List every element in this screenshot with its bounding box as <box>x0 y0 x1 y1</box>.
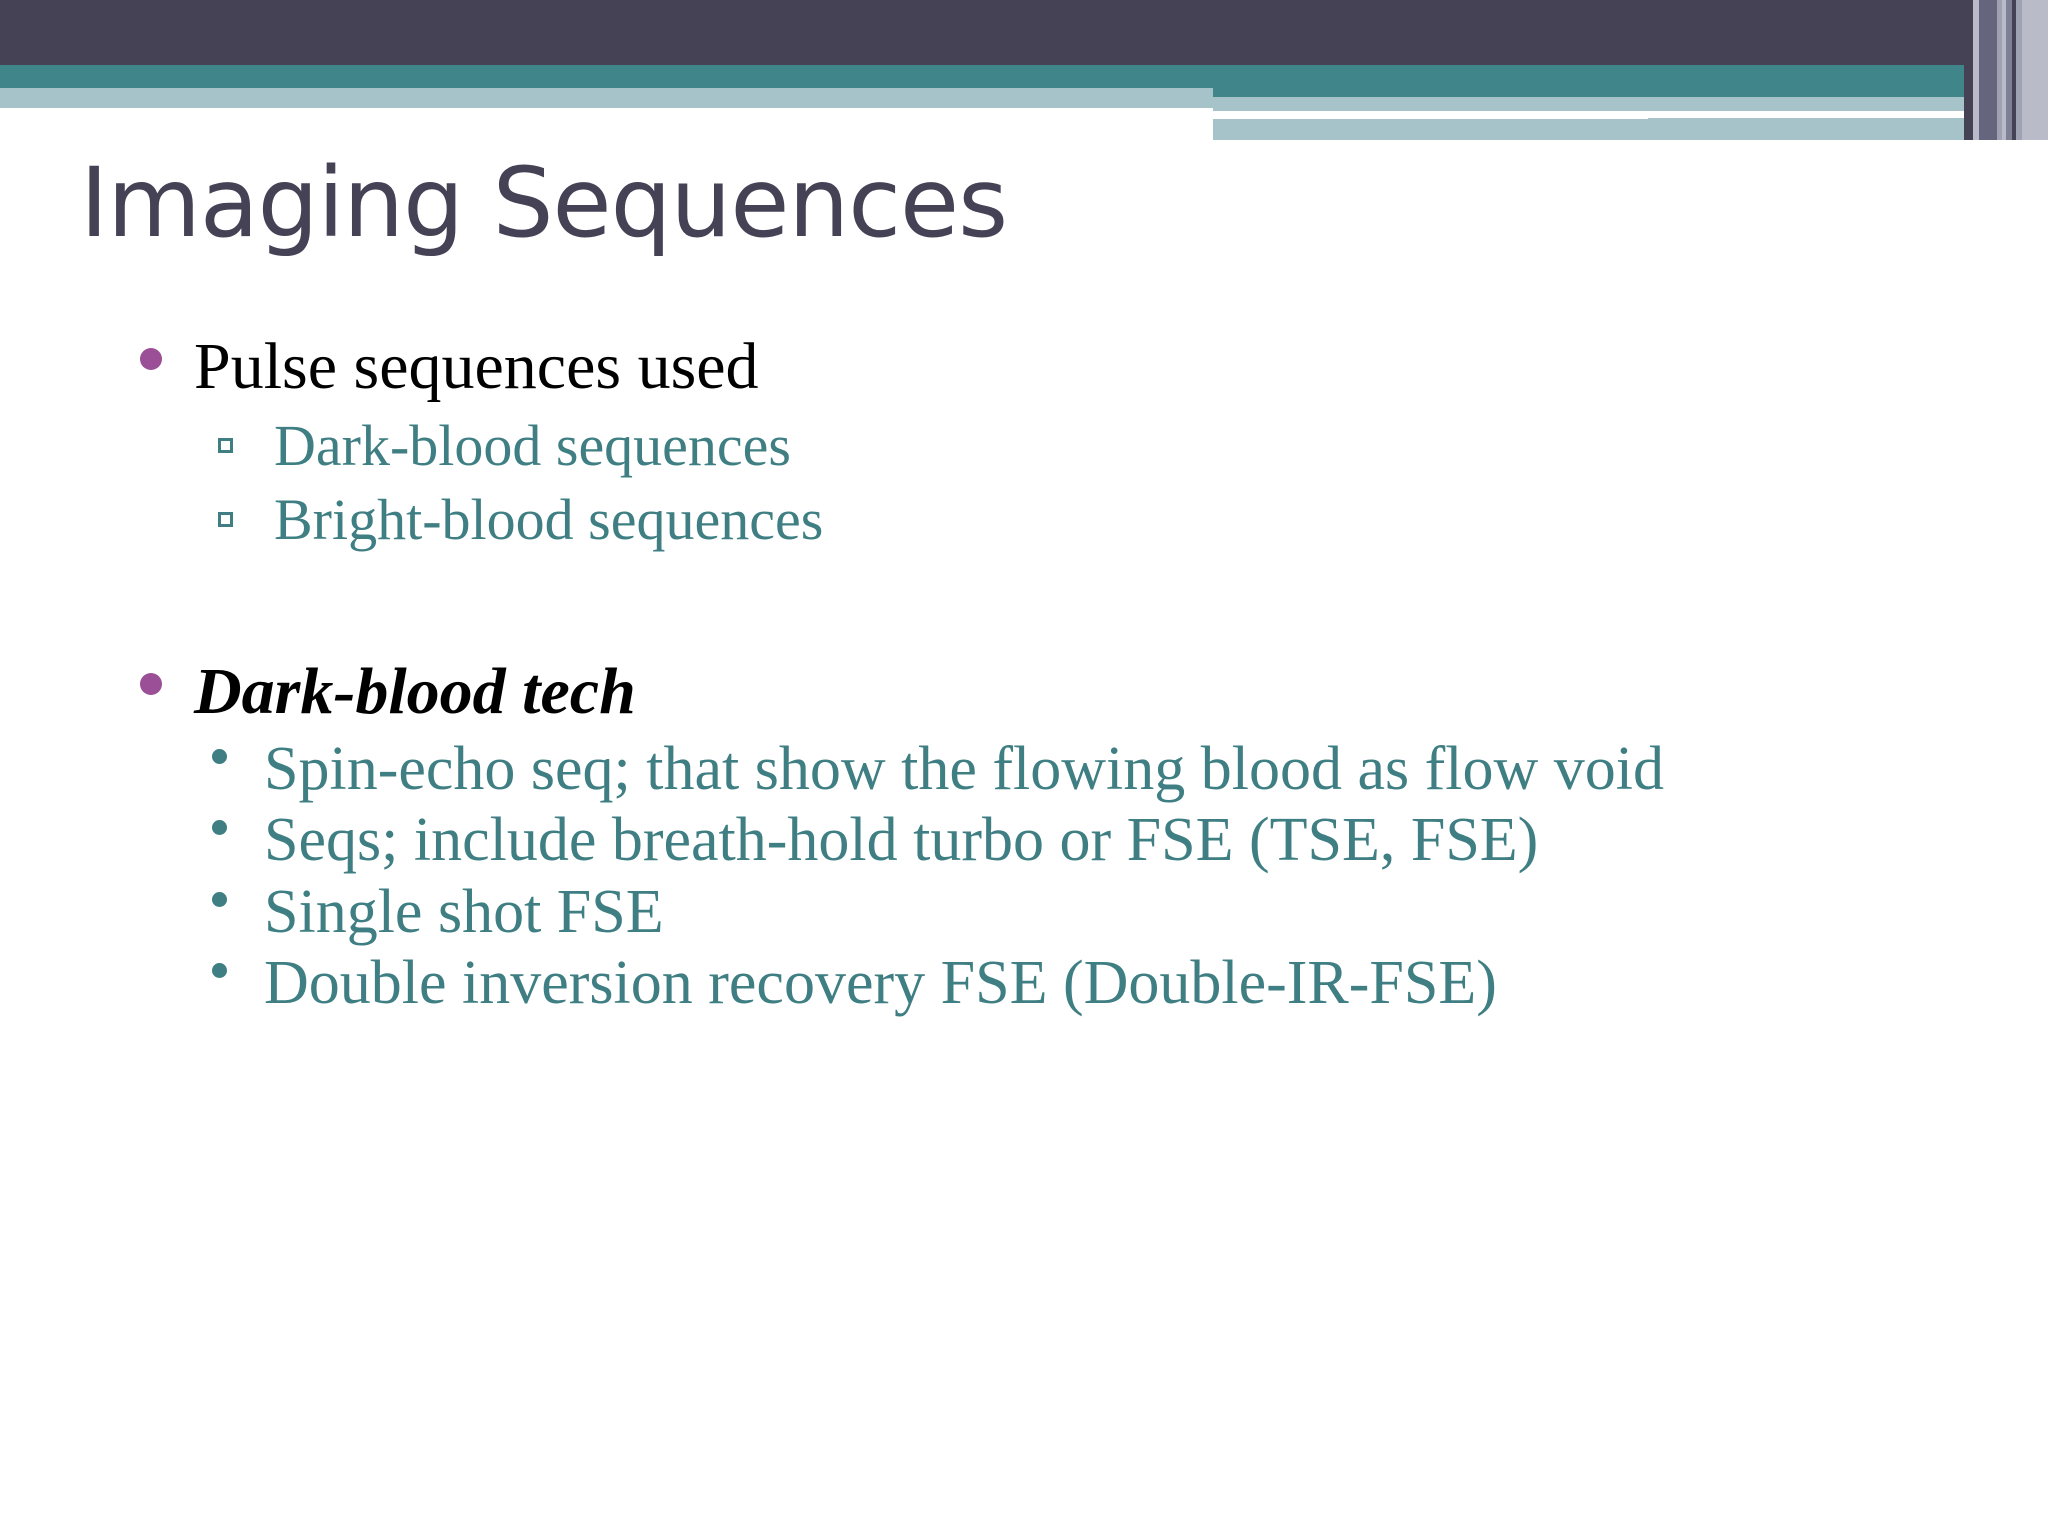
header-lightblue-left-band <box>0 88 1213 108</box>
header-stripe-stripe-7 <box>2012 0 2016 140</box>
dot-bullet-glyph <box>212 963 227 979</box>
square-bullet-glyph <box>218 437 233 453</box>
header-stripe-stripe-3 <box>1979 0 1997 140</box>
bullet-row-spin-echo-seq: Spin-echo seq; that show the flowing blo… <box>0 735 2048 804</box>
header-stripe-stripe-1 <box>1964 0 1973 140</box>
bullet-row-pulse-sequences-used: Pulse sequences used <box>0 330 2048 404</box>
bullet-text-dark-blood-sequences: Dark-blood sequences <box>274 412 791 478</box>
dot-bullet-icon <box>212 949 264 979</box>
bullet-row-double-inversion-recovery-fse: Double inversion recovery FSE (Double-IR… <box>0 949 2048 1018</box>
bullet-text-dark-blood-tech: Dark-blood tech <box>194 654 636 728</box>
header-lightblue-right-band-lower <box>1213 118 2048 140</box>
dot-bullet-glyph <box>212 748 227 764</box>
header-white-notch-upper <box>1213 111 1648 119</box>
header-lightblue-right-band-upper <box>1213 97 2048 111</box>
dot-bullet-icon <box>140 655 194 695</box>
bullet-row-breath-hold-turbo-fse: Seqs; include breath-hold turbo or FSE (… <box>0 806 2048 875</box>
dot-bullet-glyph <box>212 820 227 836</box>
dot-bullet-icon <box>140 330 194 370</box>
square-bullet-icon <box>218 410 274 453</box>
header-stripe-stripe-4 <box>1997 0 2002 140</box>
dot-bullet-glyph <box>140 348 162 370</box>
bullet-spacer <box>0 559 2048 655</box>
bullet-row-dark-blood-sequences: Dark-blood sequences <box>0 410 2048 483</box>
header-stripe-stripe-6 <box>2006 0 2012 140</box>
bullet-text-double-inversion-recovery-fse: Double inversion recovery FSE (Double-IR… <box>264 949 1497 1018</box>
page-title: Imaging Sequences <box>80 147 1008 259</box>
dot-bullet-glyph <box>140 672 162 695</box>
bullet-text-breath-hold-turbo-fse: Seqs; include breath-hold turbo or FSE (… <box>264 806 1539 875</box>
bullet-row-dark-blood-tech: Dark-blood tech <box>0 655 2048 729</box>
header-dark-band <box>0 0 2048 65</box>
bullet-row-bright-blood-sequences: Bright-blood sequences <box>0 484 2048 557</box>
bullet-row-single-shot-fse: Single shot FSE <box>0 878 2048 947</box>
square-bullet-icon <box>218 484 274 528</box>
bullet-text-bright-blood-sequences: Bright-blood sequences <box>274 487 824 553</box>
square-bullet-glyph <box>218 512 233 528</box>
dot-bullet-icon <box>212 806 264 836</box>
bullet-text-pulse-sequences-used: Pulse sequences used <box>194 330 759 403</box>
header-stripe-stripe-9 <box>2022 0 2048 140</box>
dot-bullet-glyph <box>212 891 227 907</box>
dot-bullet-icon <box>212 878 264 907</box>
header-stripe-stripe-8 <box>2016 0 2022 140</box>
dot-bullet-icon <box>212 735 264 764</box>
bullet-text-spin-echo-seq: Spin-echo seq; that show the flowing blo… <box>264 734 1664 803</box>
bullet-text-single-shot-fse: Single shot FSE <box>264 877 664 946</box>
header-stripe-stripe-5 <box>2002 0 2006 140</box>
header-stripe-stripe-2 <box>1973 0 1979 140</box>
header-white-notch-lower <box>1150 140 1570 154</box>
